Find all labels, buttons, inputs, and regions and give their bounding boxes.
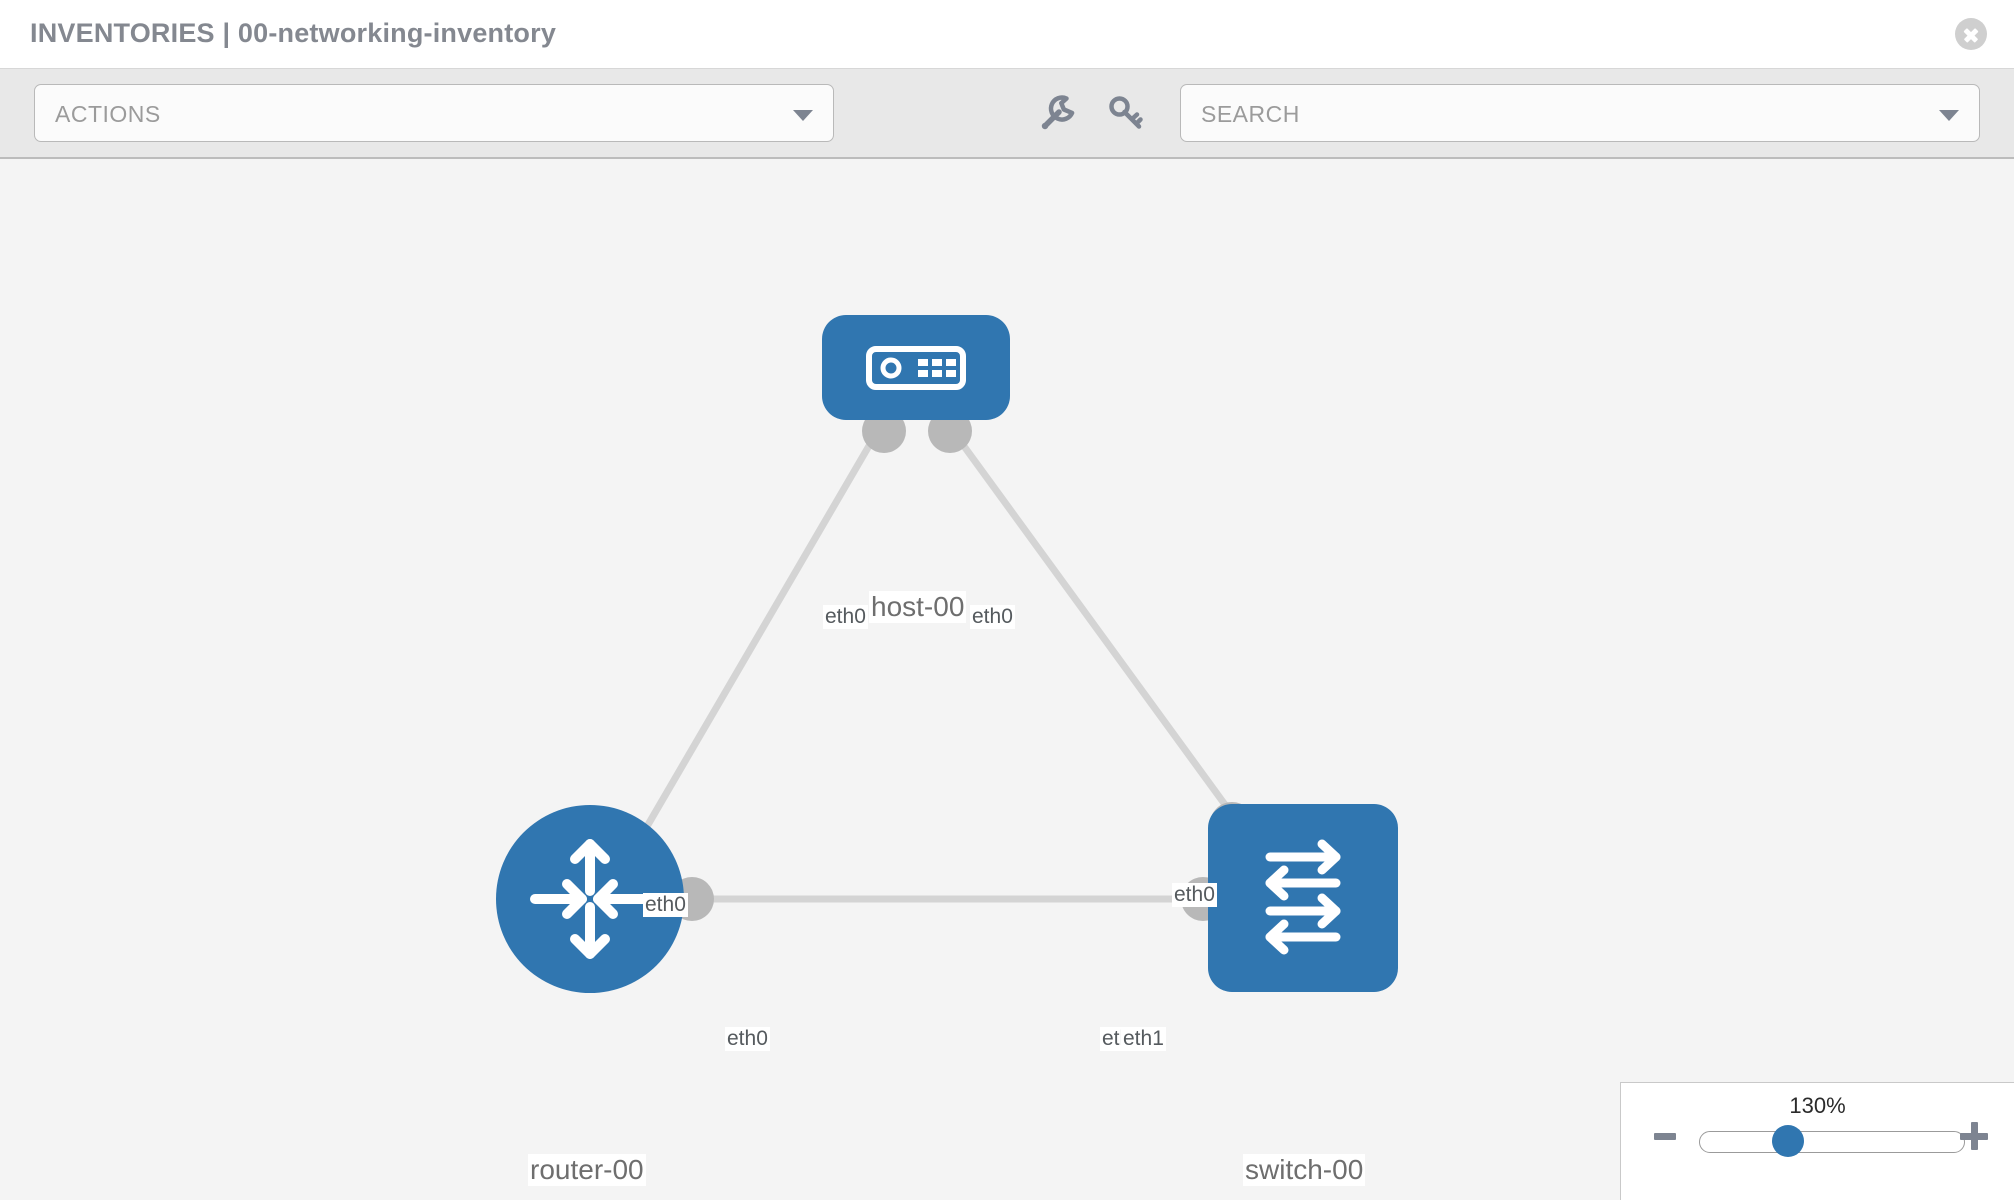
key-icon[interactable] [1102,89,1150,137]
zoom-slider-thumb[interactable] [1772,1125,1804,1157]
edge-label-router-eth0-up: eth0 [643,893,688,917]
switch-arrows-icon [1265,839,1341,955]
node-label-host-00: host-00 [869,591,967,623]
edge-label-router-eth0-right: eth0 [725,1027,770,1051]
topology-links [624,409,1254,921]
actions-dropdown[interactable]: ACTIONS [34,84,834,142]
wrench-icon[interactable] [1034,89,1082,137]
actions-dropdown-label: ACTIONS [55,101,161,127]
toolbar: ACTIONS SEARCH [0,69,2014,159]
close-icon[interactable] [1955,18,1987,50]
search-input[interactable]: SEARCH [1180,84,1980,142]
link-host-switch [947,424,1253,842]
link-host-router [624,425,884,861]
edge-label-host-eth0-right: eth0 [970,605,1015,629]
edge-label-switch-eth0-up: eth0 [1172,883,1217,907]
plus-icon[interactable] [1960,1122,1988,1150]
socket-host-eth0-left [862,409,906,453]
socket-host-eth0-right [928,409,972,453]
node-host-00[interactable] [822,315,1010,420]
search-placeholder: SEARCH [1201,101,1300,127]
edge-label-switch-eth1-left: eth1 [1121,1027,1166,1051]
node-label-router-00: router-00 [528,1154,646,1186]
page-header: INVENTORIES | 00-networking-inventory [0,0,2014,69]
node-label-switch-00: switch-00 [1243,1154,1366,1186]
chevron-down-icon [1939,110,1959,121]
zoom-level-value: 130% [1789,1093,1846,1118]
router-arrows-icon [530,839,650,959]
minus-icon[interactable] [1654,1133,1676,1140]
topology-canvas[interactable]: host-00 router-00 switch-00 eth0 eth0 et… [0,159,2014,1200]
zoom-slider[interactable] [1699,1131,1965,1153]
node-switch-00[interactable] [1208,804,1398,992]
server-appliance-icon [866,345,966,390]
chevron-down-icon [793,110,813,121]
zoom-control-panel: 130% [1620,1082,2014,1200]
edge-label-host-eth0-left: eth0 [823,605,868,629]
page-title: INVENTORIES | 00-networking-inventory [30,18,557,48]
